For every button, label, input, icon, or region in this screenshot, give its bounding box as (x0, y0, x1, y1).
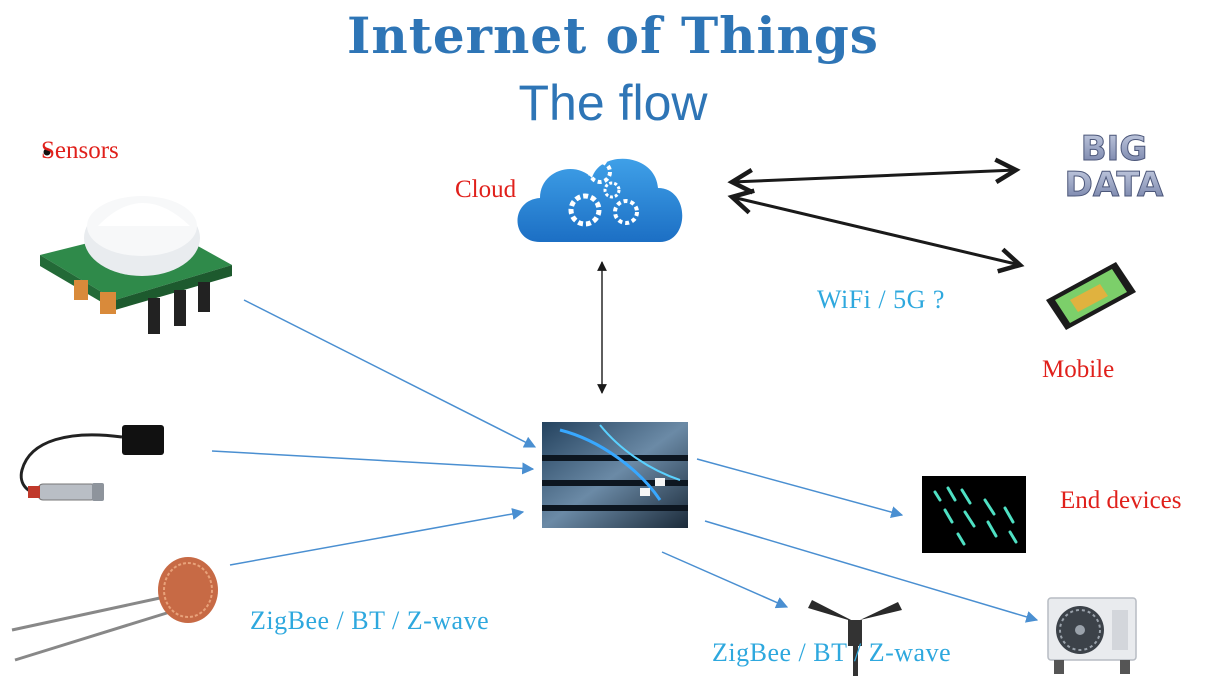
arrow-sensor1-to-gateway (243, 299, 537, 448)
label-sensors: Sensors (41, 137, 119, 164)
arrow-sensor2-to-gateway (211, 450, 535, 475)
arrow-gateway-to-fan (661, 551, 789, 609)
sensors-bullet (43, 148, 51, 156)
label-mobile: Mobile (1042, 356, 1115, 383)
arrow-cloud-bigdata (732, 170, 1016, 182)
temperature-probe-icon (19, 425, 164, 501)
ceiling-fan-icon (808, 600, 902, 676)
arrow-gateway-to-ac (704, 520, 1039, 623)
big-data-icon: BIG DATA (1064, 129, 1164, 206)
tablet-icon (1046, 262, 1136, 330)
svg-text:DATA: DATA (1065, 165, 1164, 205)
label-wifi-5g: WiFi / 5G ? (817, 285, 945, 314)
photoresistor-icon (11, 557, 218, 662)
arrow-cloud-mobile (732, 197, 1020, 265)
pir-sensor-icon (40, 196, 232, 334)
arrow-sensor3-to-gateway (229, 508, 525, 566)
big-data-logo-text: BIG (1081, 129, 1147, 169)
led-lights-icon (922, 476, 1026, 553)
diagram-title: Internet of Things (347, 6, 879, 65)
gateway-server-icon (542, 422, 688, 528)
air-conditioner-icon (1047, 597, 1137, 674)
arrow-gateway-to-lights (696, 458, 904, 518)
label-cloud: Cloud (455, 176, 517, 203)
label-end-devices: End devices (1060, 487, 1182, 514)
cloud-gears-icon (517, 158, 683, 242)
label-protocol-bottom: ZigBee / BT / Z-wave (712, 638, 952, 667)
label-protocol-left: ZigBee / BT / Z-wave (250, 606, 490, 635)
diagram-subtitle: The flow (518, 75, 708, 131)
